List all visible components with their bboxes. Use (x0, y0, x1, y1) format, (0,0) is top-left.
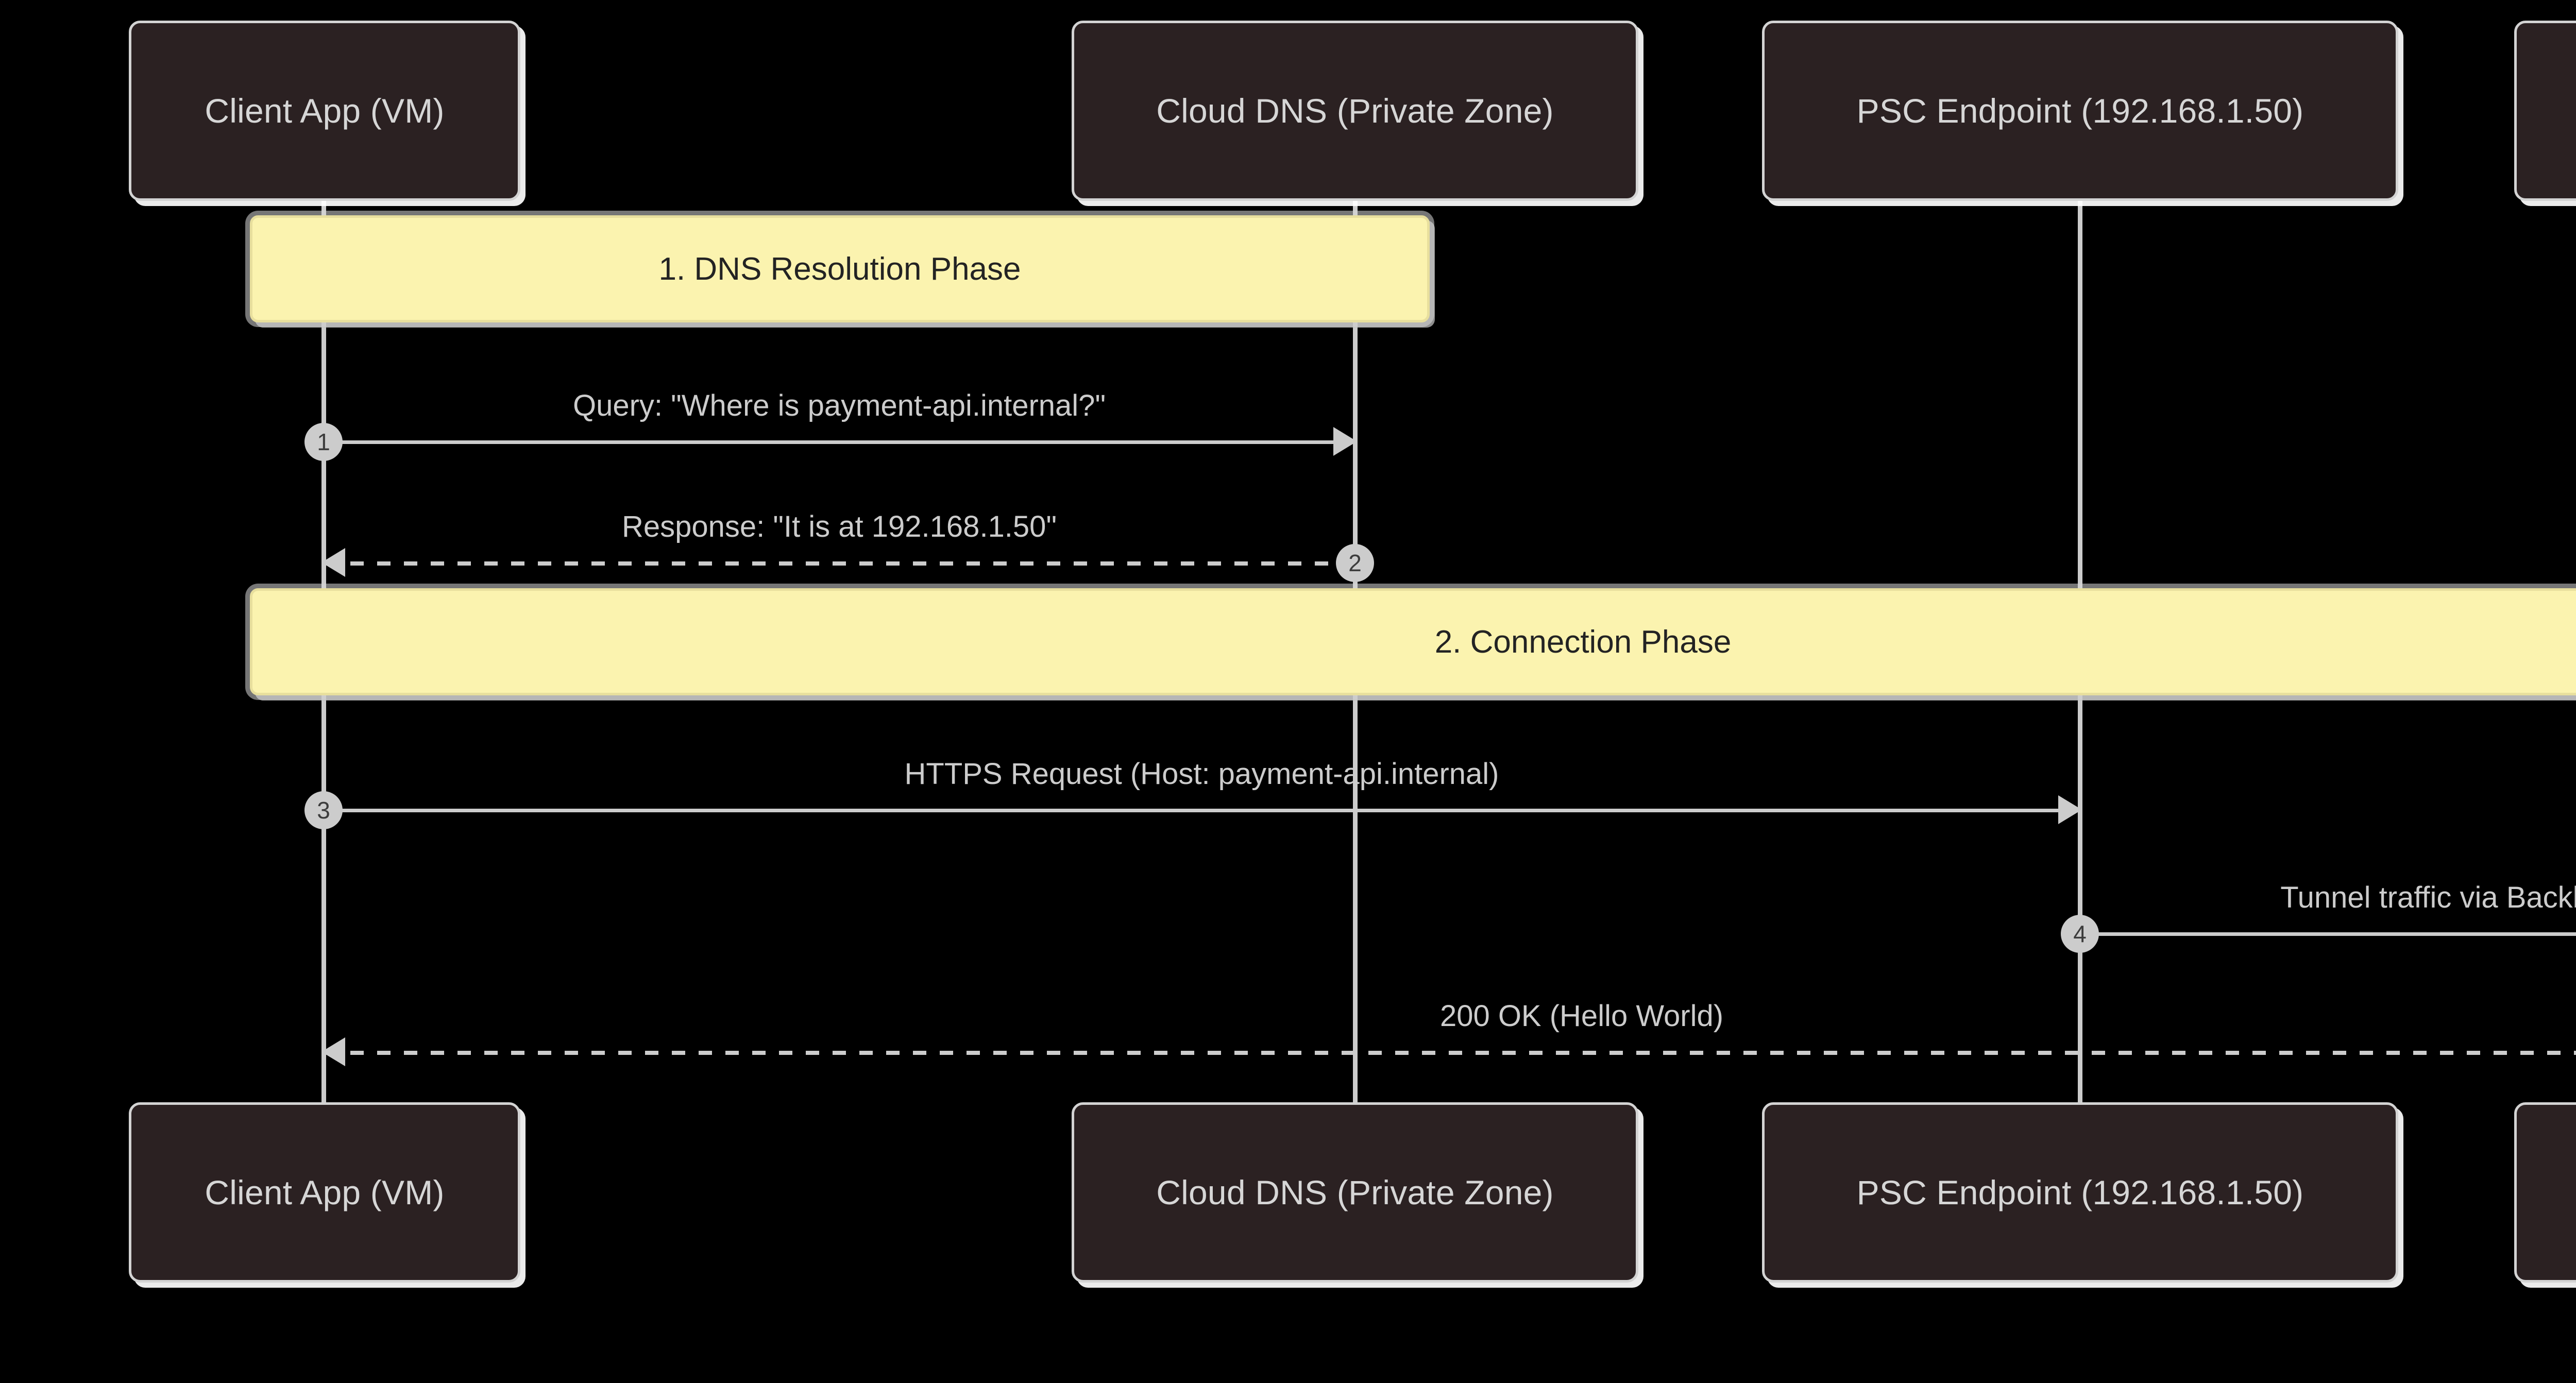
sequence-number-badge-2: 2 (1336, 544, 1374, 582)
phase-banner-label: 1. DNS Resolution Phase (658, 251, 1021, 287)
sequence-number-badge-1: 1 (304, 423, 343, 461)
phase-banner-1[interactable]: 1. DNS Resolution Phase (250, 215, 1430, 322)
participant-label: PSC Endpoint (192.168.1.50) (1856, 91, 2304, 130)
participant-label: Client App (VM) (205, 91, 445, 130)
participant-bottom-dns[interactable]: Cloud DNS (Private Zone) (1072, 1102, 1638, 1283)
participant-label: PSC Endpoint (192.168.1.50) (1856, 1173, 2304, 1211)
message-label: Tunnel traffic via Backbone (2280, 881, 2576, 914)
participant-top-psc[interactable]: PSC Endpoint (192.168.1.50) (1762, 21, 2398, 201)
arrowhead-icon (321, 548, 345, 577)
participant-top-dns[interactable]: Cloud DNS (Private Zone) (1072, 21, 1638, 201)
participant-bottom-psc[interactable]: PSC Endpoint (192.168.1.50) (1762, 1102, 2398, 1283)
message-line (324, 1051, 2576, 1055)
message-label: 200 OK (Hello World) (1439, 999, 1724, 1033)
sequence-number-badge-4: 4 (2061, 915, 2099, 953)
message-line (324, 561, 1355, 566)
arrowhead-icon (2058, 795, 2082, 824)
phase-banner-2[interactable]: 2. Connection Phase (250, 588, 2576, 695)
sequence-number-badge-3: 3 (304, 791, 343, 829)
participant-bottom-producer[interactable]: Producer Service (Cloud Run) (2514, 1102, 2576, 1283)
message-line (324, 440, 1355, 444)
message-label: HTTPS Request (Host: payment-api.interna… (904, 757, 1499, 791)
participant-top-client[interactable]: Client App (VM) (129, 21, 520, 201)
message-label: Response: "It is at 192.168.1.50" (621, 510, 1057, 543)
participant-label: Client App (VM) (205, 1173, 445, 1211)
message-line (2080, 932, 2576, 936)
message-line (324, 809, 2080, 812)
arrowhead-icon (321, 1037, 345, 1066)
participant-bottom-client[interactable]: Client App (VM) (129, 1102, 520, 1283)
arrowhead-icon (1333, 427, 1357, 456)
message-label: Query: "Where is payment-api.internal?" (572, 389, 1106, 422)
participant-label: Cloud DNS (Private Zone) (1156, 91, 1554, 130)
participant-label: Cloud DNS (Private Zone) (1156, 1173, 1554, 1211)
phase-banner-label: 2. Connection Phase (1434, 624, 1732, 660)
participant-top-producer[interactable]: Producer Service (Cloud Run) (2514, 21, 2576, 201)
